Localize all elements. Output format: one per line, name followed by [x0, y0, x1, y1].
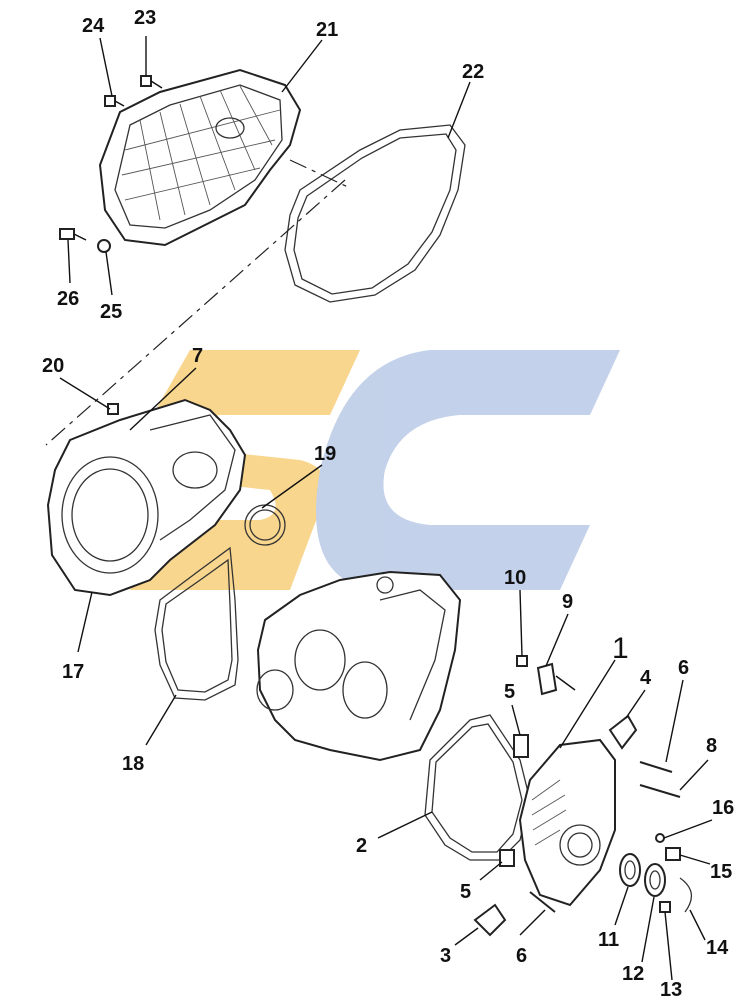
crankcase — [256, 570, 462, 762]
callout-21: 21 — [316, 19, 338, 41]
callout-3: 3 — [440, 945, 451, 967]
callout-24: 24 — [82, 15, 105, 37]
bolt-6-lower — [529, 891, 556, 913]
callout-7: 7 — [192, 345, 203, 367]
alignment-line-gasket — [289, 159, 351, 189]
screw-23 — [140, 75, 163, 89]
drain-plug-26 — [59, 228, 87, 241]
washer-25 — [97, 239, 111, 253]
callout-22: 22 — [462, 61, 484, 83]
inner-cover-gasket — [154, 546, 239, 701]
clip-14 — [679, 877, 692, 913]
screw-24 — [104, 95, 125, 107]
bolt-8 — [639, 784, 681, 798]
callout-25: 25 — [100, 301, 122, 323]
callout-labels: 24 23 21 22 26 25 20 7 19 17 18 10 9 1 4… — [42, 7, 734, 1000]
sensor-9 — [536, 662, 576, 696]
callout-26: 26 — [57, 288, 79, 310]
screw-20 — [107, 403, 119, 415]
callout-13: 13 — [660, 979, 682, 1000]
bolt-6-upper — [639, 761, 673, 773]
dowel-pin-5-upper — [513, 734, 529, 758]
oil-seal-11 — [619, 853, 641, 887]
callout-10: 10 — [504, 567, 526, 589]
gasket-2 — [424, 714, 531, 861]
right-case-cover-1 — [518, 738, 616, 907]
callout-20: 20 — [42, 355, 64, 377]
callout-12: 12 — [622, 963, 644, 985]
bolt-13 — [659, 901, 671, 913]
callout-5-lower: 5 — [460, 881, 471, 903]
bracket-3 — [473, 903, 507, 937]
callout-23: 23 — [134, 7, 156, 29]
callout-16: 16 — [712, 797, 734, 819]
callout-1: 1 — [612, 632, 629, 665]
bolt-10 — [516, 655, 528, 667]
oil-seal-12 — [644, 863, 666, 897]
cover-gasket — [284, 124, 466, 303]
callout-19: 19 — [314, 443, 336, 465]
callout-17: 17 — [62, 661, 84, 683]
callout-18: 18 — [122, 753, 144, 775]
inner-cover — [46, 398, 247, 597]
callout-9: 9 — [562, 591, 573, 613]
callout-4: 4 — [640, 667, 652, 689]
leader-lines — [59, 36, 713, 981]
callout-2: 2 — [356, 835, 367, 857]
dowel-pin-5-lower — [499, 849, 515, 867]
callout-11: 11 — [598, 929, 619, 951]
callout-14: 14 — [706, 937, 729, 959]
watermark-c-shape — [316, 350, 620, 590]
plug-15 — [665, 847, 681, 861]
callout-6-upper: 6 — [678, 657, 689, 679]
oring-16 — [655, 833, 665, 843]
callout-5-upper: 5 — [504, 681, 515, 703]
callout-6-lower: 6 — [516, 945, 527, 967]
callout-8: 8 — [706, 735, 717, 757]
breather-4 — [608, 714, 638, 750]
outer-clutch-cover — [98, 68, 302, 247]
callout-15: 15 — [710, 861, 732, 883]
